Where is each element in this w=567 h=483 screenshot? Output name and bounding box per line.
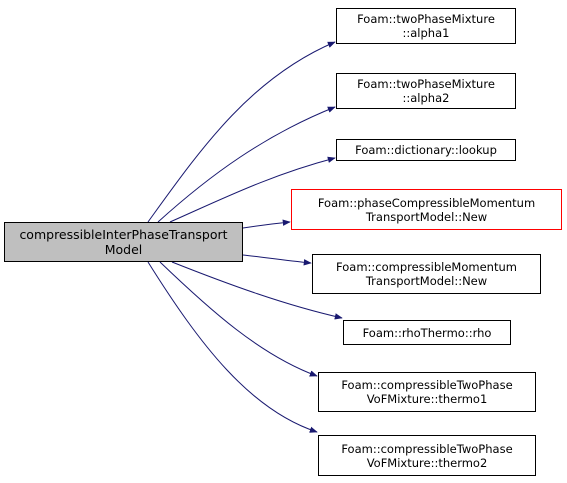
node-twophasemixture-alpha2[interactable]: Foam::twoPhaseMixture ::alpha2 xyxy=(336,73,516,109)
edge-to-alpha1 xyxy=(147,41,336,223)
node-compressibletwophasevofmixture-thermo1[interactable]: Foam::compressibleTwoPhase VoFMixture::t… xyxy=(318,372,536,412)
node-line-1: Foam::compressibleTwoPhase xyxy=(341,378,513,392)
node-line-2: TransportModel::New xyxy=(365,274,488,288)
node-line-1: Foam::twoPhaseMixture xyxy=(357,77,495,91)
node-line-2: VoFMixture::thermo1 xyxy=(366,392,488,406)
node-dictionary-lookup[interactable]: Foam::dictionary::lookup xyxy=(336,139,516,161)
root-node-compressibleinterphasetransportmodel[interactable]: compressibleInterPhaseTransport Model xyxy=(4,222,243,262)
node-twophasemixture-alpha1[interactable]: Foam::twoPhaseMixture ::alpha1 xyxy=(336,8,516,44)
node-line-1: Foam::phaseCompressibleMomentum xyxy=(317,195,536,210)
edge-to-lookup xyxy=(169,156,336,223)
node-line-2: VoFMixture::thermo2 xyxy=(366,455,488,470)
node-line-2: TransportModel::New xyxy=(365,209,488,224)
node-phasecompressiblemomentumtransportmodel-new[interactable]: Foam::phaseCompressibleMomentum Transpor… xyxy=(291,189,562,230)
node-line-1: Foam::dictionary::lookup xyxy=(355,143,497,157)
node-line-1: Foam::compressibleMomentum xyxy=(336,260,517,274)
node-line-2: ::alpha2 xyxy=(402,91,450,105)
edge-to-thermo2 xyxy=(147,261,318,433)
node-line-2: ::alpha1 xyxy=(402,26,450,40)
edge-to-compressible-new xyxy=(242,254,312,266)
edge-to-phase-new xyxy=(242,219,291,229)
node-line-1: Foam::compressibleTwoPhase xyxy=(341,441,513,456)
node-line-1: Foam::twoPhaseMixture xyxy=(357,12,495,26)
node-line-1: Foam::rhoThermo::rho xyxy=(362,325,492,340)
edge-to-alpha2 xyxy=(157,106,336,223)
edge-to-rho xyxy=(171,261,343,320)
node-rhothermo-rho[interactable]: Foam::rhoThermo::rho xyxy=(343,320,511,345)
root-node-line-2: Model xyxy=(104,242,143,257)
edge-to-thermo1 xyxy=(159,261,318,377)
node-compressiblemomentumtransportmodel-new[interactable]: Foam::compressibleMomentum TransportMode… xyxy=(312,254,541,294)
root-node-line-1: compressibleInterPhaseTransport xyxy=(19,227,228,242)
node-compressibletwophasevofmixture-thermo2[interactable]: Foam::compressibleTwoPhase VoFMixture::t… xyxy=(318,435,536,476)
